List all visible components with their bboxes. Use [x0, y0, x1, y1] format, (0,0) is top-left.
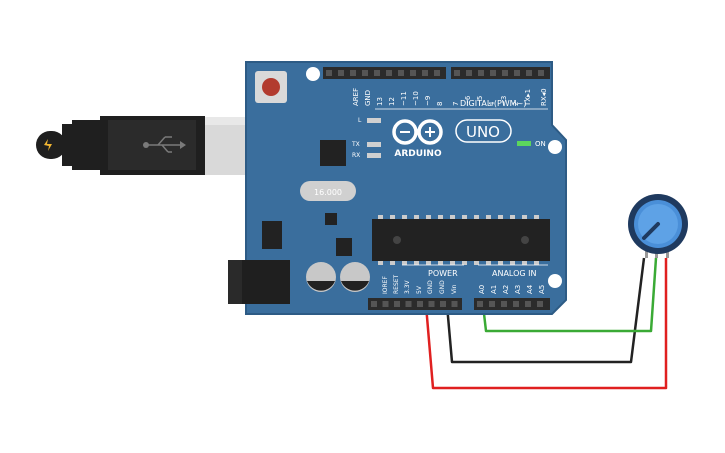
digital-pin-label-10: ~5 [476, 96, 484, 106]
wires [424, 257, 668, 390]
usb-plug-icon [44, 139, 52, 151]
analog-header-label: ANALOG IN [492, 269, 537, 278]
brand-label: ARDUINO [394, 149, 442, 159]
digital-pin-labels: AREF GND 13 12 ~11 ~10 ~9 8 7 ~6 ~5 4 ~3 2 TX▸1 RX◂0 [352, 88, 548, 107]
digital-pin-label-14: TX▸1 [524, 89, 532, 107]
digital-pin-label-5: ~10 [412, 91, 420, 106]
wire-black-gnd[interactable] [445, 257, 646, 364]
crystal-oscillator: 16.000 [300, 181, 356, 201]
power-pin-label-2: 3.3V [404, 279, 411, 294]
crystal-label: 16.000 [314, 188, 342, 197]
power-pin-label-4: GND [427, 280, 434, 294]
analog-pin-label-4: A4 [526, 284, 534, 294]
status-leds [367, 118, 531, 158]
power-pin-labels: IOREF RESET 3.3V 5V GND GND Vin [382, 274, 458, 294]
digital-pin-label-6: ~9 [424, 96, 432, 106]
analog-pin-label-5: A5 [538, 285, 546, 294]
atmega-chip [372, 215, 550, 265]
analog-header-holes [477, 301, 543, 307]
power-header-label: POWER [428, 269, 458, 278]
analog-pin-label-3: A3 [514, 285, 522, 294]
model-label: UNO [466, 123, 500, 141]
digital-pin-label-4: ~11 [400, 91, 408, 106]
power-jack-icon[interactable] [228, 260, 290, 304]
digital-pin-label-0: AREF [352, 88, 360, 106]
on-led [517, 141, 531, 146]
analog-pin-label-1: A1 [490, 285, 498, 294]
digital-pin-label-15: RX◂0 [540, 88, 548, 106]
arduino-infinity-logo-icon [392, 119, 443, 145]
arduino-board[interactable]: 16.000 [228, 61, 567, 315]
reset-button[interactable] [255, 71, 287, 103]
power-pin-label-3: 5V [416, 285, 423, 294]
power-header-holes [371, 301, 458, 307]
wire-red-5v[interactable] [424, 258, 668, 390]
digital-pin-label-7: 8 [436, 102, 444, 106]
on-label: ON [535, 140, 546, 148]
power-pin-label-5: GND [439, 280, 446, 294]
digital-pin-label-1: GND [364, 90, 372, 106]
usb-chip [320, 140, 346, 166]
power-pin-label-1: RESET [393, 274, 400, 294]
voltage-regulator [262, 221, 282, 249]
usb-symbol-icon [146, 136, 180, 153]
led-label-rx: RX [352, 152, 360, 159]
analog-pin-label-0: A0 [478, 285, 486, 294]
capacitors [306, 262, 370, 292]
led-label-tx: TX [351, 141, 360, 148]
potentiometer-icon[interactable] [628, 194, 688, 258]
digital-header-holes-right [454, 70, 544, 76]
analog-pin-labels: A0 A1 A2 A3 A4 A5 [478, 284, 546, 294]
digital-pin-label-12: ~3 [500, 96, 508, 106]
digital-pin-label-9: ~6 [464, 95, 472, 106]
model-badge: UNO [455, 119, 512, 143]
led-label-l: L [358, 117, 362, 124]
digital-pin-label-3: 12 [388, 97, 396, 106]
digital-pin-label-13: 2 [512, 102, 520, 106]
digital-pin-label-11: 4 [488, 101, 496, 106]
power-pin-label-0: IOREF [382, 276, 389, 294]
digital-pin-label-8: 7 [452, 102, 460, 106]
digital-header-label: DIGITAL (PWM~) [460, 99, 526, 108]
potentiometer-knob-indicator [642, 222, 660, 240]
small-ic [336, 238, 352, 256]
power-pin-label-6: Vin [451, 284, 458, 294]
analog-pin-label-2: A2 [502, 285, 510, 294]
wire-green-a0[interactable] [481, 257, 658, 333]
power-header[interactable] [368, 298, 462, 310]
digital-header-holes-left [326, 70, 440, 76]
digital-pin-label-2: 13 [376, 97, 384, 106]
